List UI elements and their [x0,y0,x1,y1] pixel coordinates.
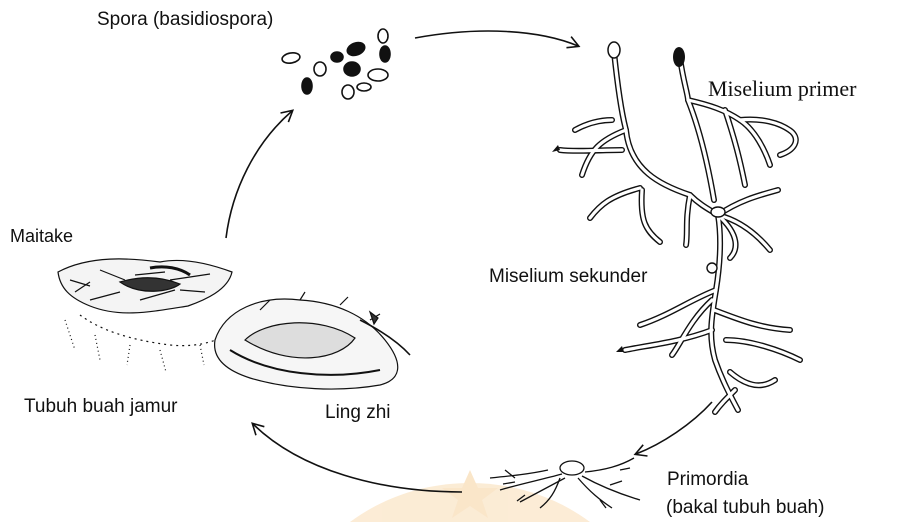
label-primordia: Primordia [667,469,748,491]
ling-zhi-drawing [215,292,410,389]
arrow-tubuh-to-spora [226,111,292,238]
spore [380,46,390,62]
cycle-arrows [226,31,712,492]
spore [344,62,360,76]
arrow-primordia-to-tubuh [253,424,462,492]
maitake-drawing [58,259,235,372]
spore [331,52,343,62]
label-ling-zhi: Ling zhi [325,402,391,424]
spore [342,85,354,99]
arrow-miselium-to-primordia [636,402,712,454]
spore [314,62,326,76]
spore [357,83,371,91]
label-spora: Spora (basidiospora) [97,9,273,31]
arrow-spora-to-miselium [415,31,578,46]
spores [281,29,390,99]
label-tubuh-buah-jamur: Tubuh buah jamur [24,396,178,418]
spore [281,52,300,65]
label-miselium-primer: Miselium primer [708,76,856,102]
spore [368,69,388,81]
spore [302,78,312,94]
label-miselium-sekunder: Miselium sekunder [489,266,647,288]
label-bakal-tubuh-buah: (bakal tubuh buah) [666,497,824,519]
label-maitake: Maitake [10,226,73,247]
watermark-logo [350,470,590,522]
spore [345,40,366,57]
spore [378,29,388,43]
